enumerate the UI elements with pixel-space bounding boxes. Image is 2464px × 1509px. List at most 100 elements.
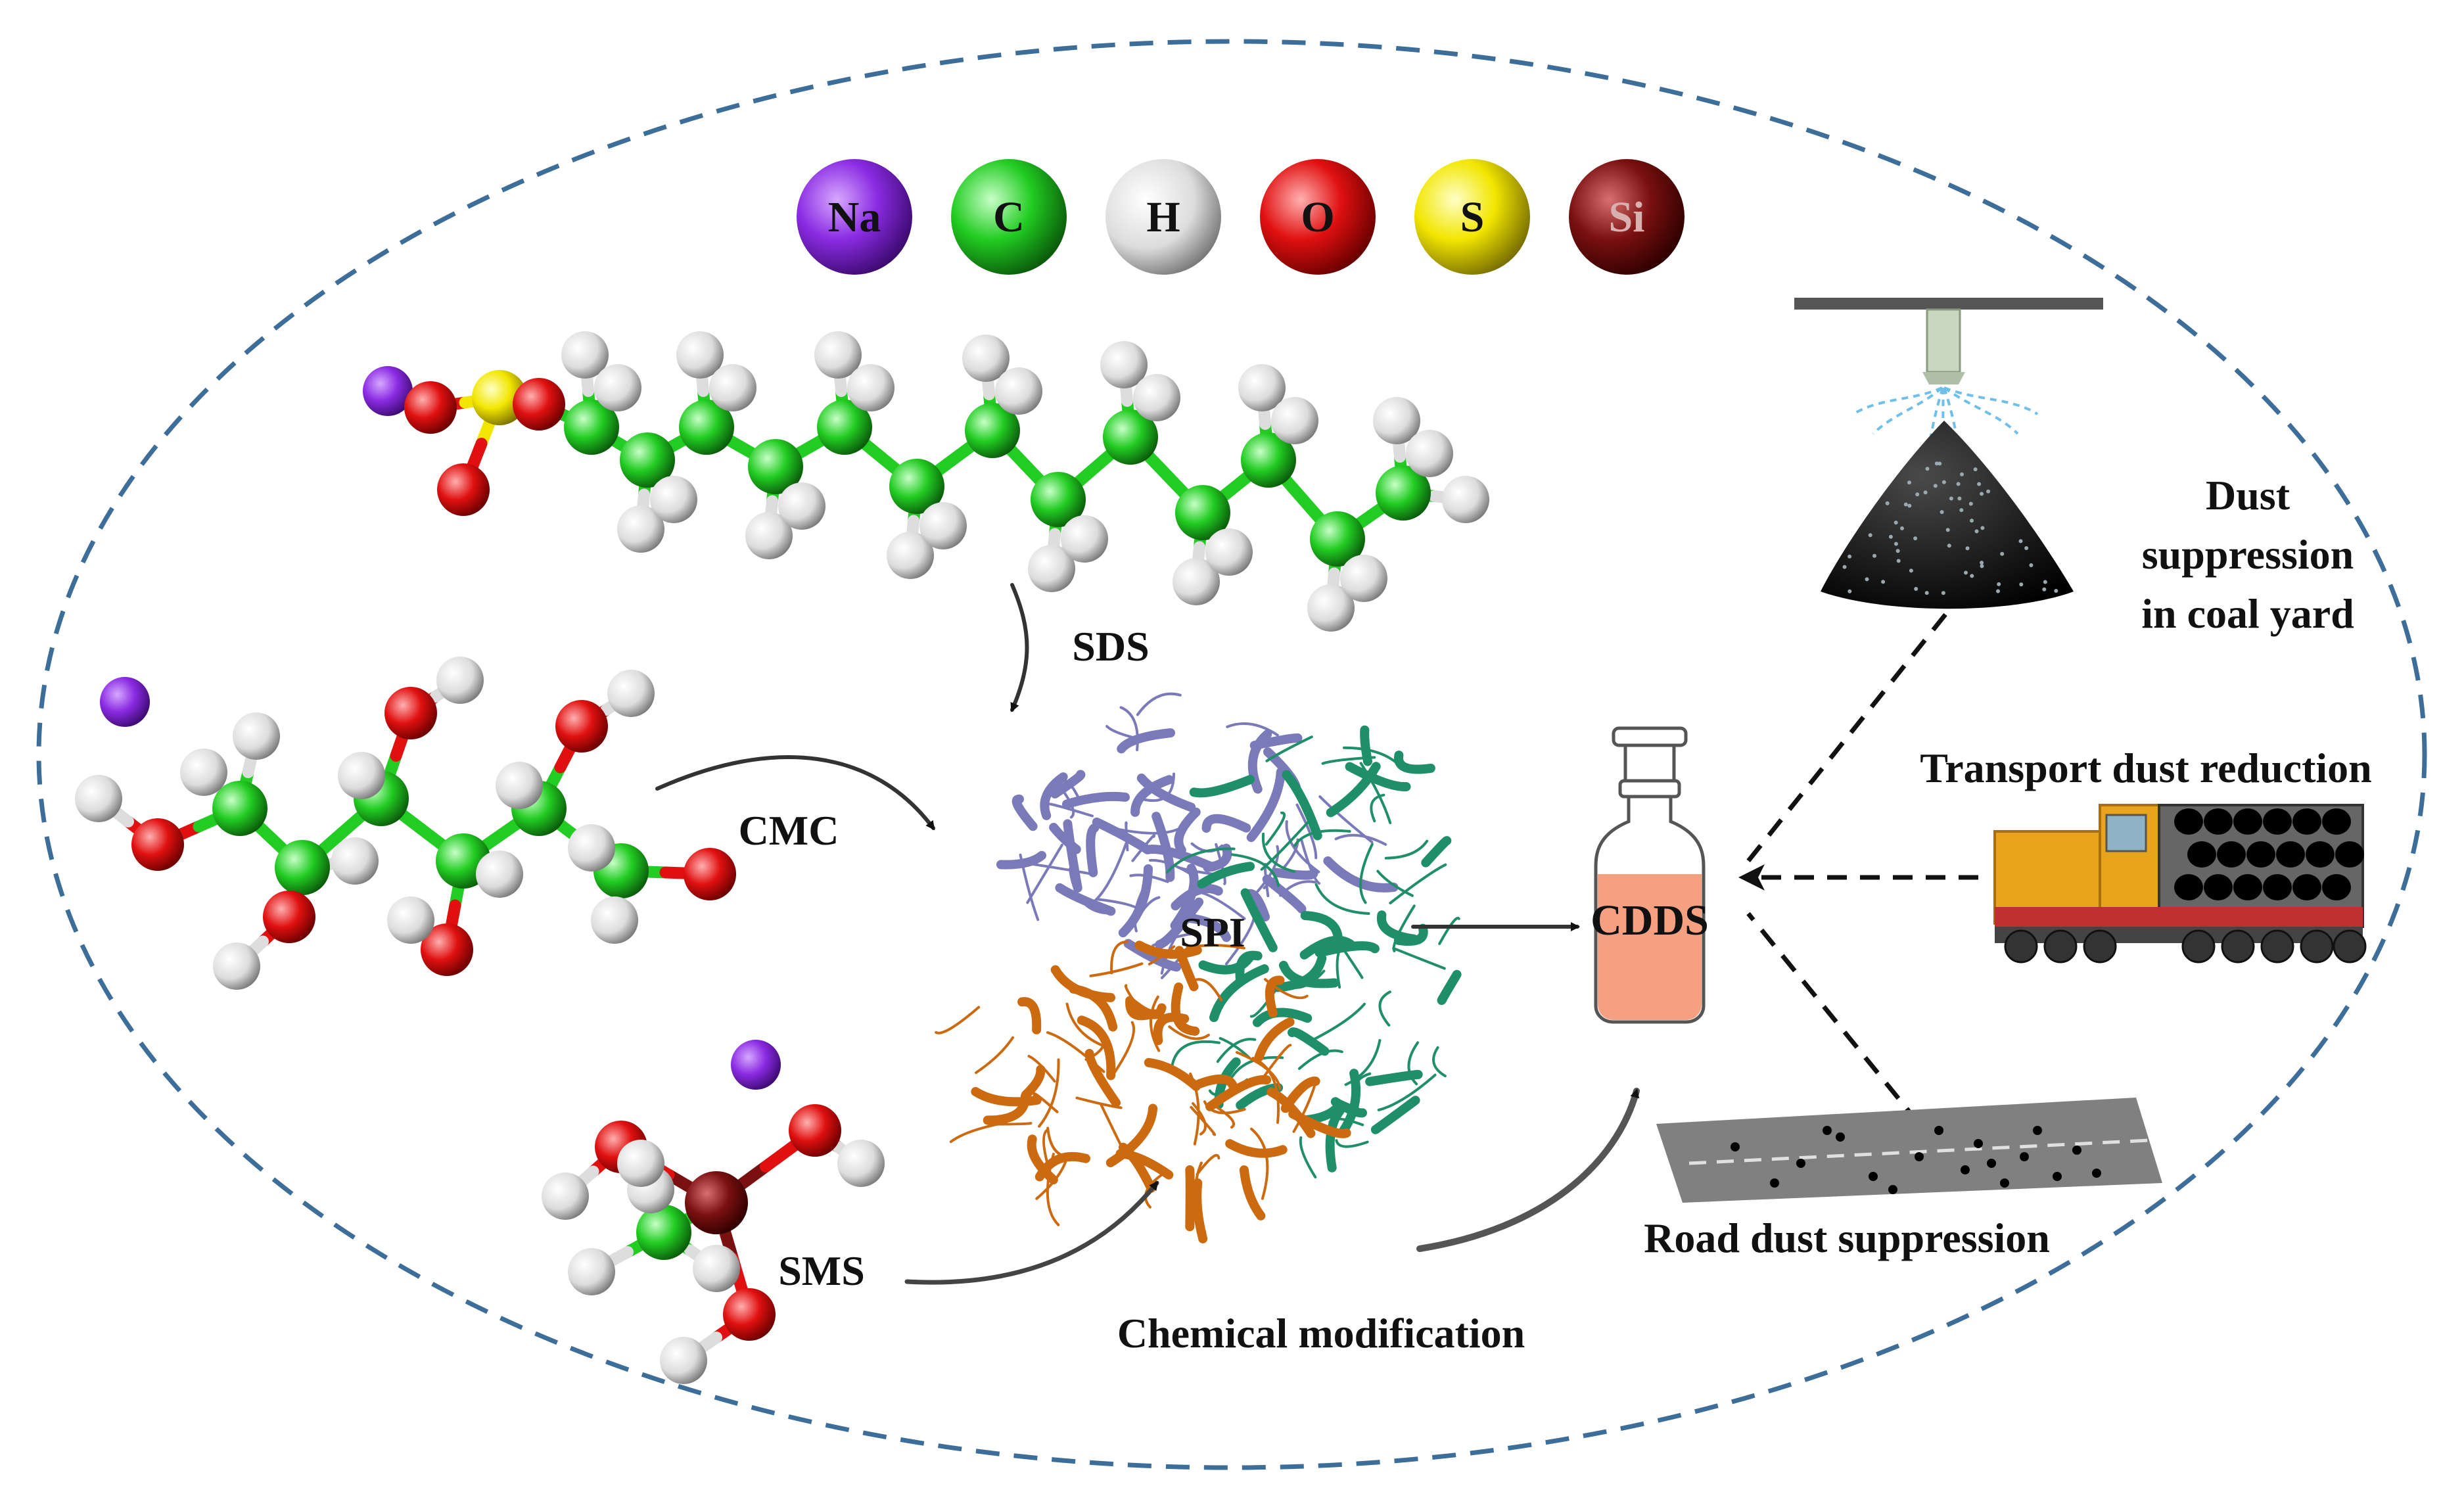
spi-ribbon — [1075, 1096, 1123, 1109]
dust-particle — [2020, 1152, 2029, 1161]
coal-lump — [2335, 841, 2364, 868]
coal-speck — [1968, 501, 1973, 506]
spi-ribbon — [1059, 785, 1075, 819]
spi-ribbon — [1247, 730, 1272, 794]
spi-ribbon — [1171, 884, 1223, 911]
sds-atom-h — [962, 335, 1010, 382]
spi-ribbon — [1129, 873, 1169, 883]
sms-atom-h — [837, 1140, 885, 1187]
spi-ribbon — [1046, 1126, 1075, 1159]
coal-speck — [1977, 482, 1982, 486]
process-arrows — [655, 583, 1640, 1285]
cmc-atom-h — [387, 896, 434, 944]
sds-atom-h — [995, 367, 1042, 415]
road-label: Road dust suppression — [1644, 1215, 2050, 1261]
coal-speck — [2018, 539, 2023, 544]
legend-atom-si — [1569, 159, 1685, 275]
spi-ribbon — [1377, 1073, 1437, 1111]
spi-ribbon — [1314, 883, 1370, 915]
cmc-atom-h — [180, 749, 227, 796]
dust-particle — [1915, 1152, 1924, 1161]
spi-ribbon — [1034, 1151, 1090, 1182]
spi-ribbon — [1407, 1041, 1420, 1086]
coal-speck — [1941, 591, 1945, 595]
spi-ribbon — [1389, 863, 1447, 904]
cmc-atom-na — [100, 677, 150, 727]
spi-ribbon — [1285, 820, 1320, 873]
spi-ribbon — [1246, 767, 1286, 843]
spi-ribbon — [1186, 944, 1245, 950]
coal-speck — [1964, 570, 1968, 575]
spi-ribbon — [1086, 823, 1100, 877]
dust-particle — [1974, 1139, 1983, 1148]
coal-speck — [1881, 580, 1886, 584]
spi-ribbon — [1271, 868, 1318, 880]
coal-speck — [1965, 546, 1970, 551]
spi-ribbon — [1105, 1103, 1158, 1167]
coal-speck — [1960, 472, 1964, 476]
spi-ribbon — [1295, 803, 1318, 860]
sds-atom-c — [748, 439, 803, 494]
coal-speck — [1934, 461, 1939, 466]
spi-ribbon — [1321, 756, 1376, 765]
train-wheel — [2333, 929, 2367, 963]
spi-ribbon — [1185, 914, 1232, 942]
spi-ribbon — [1197, 862, 1255, 889]
coal-speck — [1941, 480, 1946, 484]
cmc-molecule-model — [75, 657, 736, 990]
sds-atom-c — [1031, 472, 1086, 527]
spi-ribbon — [1062, 791, 1130, 809]
coal-lump — [2174, 808, 2203, 835]
coal-lump — [2292, 874, 2321, 900]
application-connectors — [1738, 613, 1978, 1126]
sds-atom-h — [617, 505, 664, 553]
spi-ribbon — [1378, 990, 1391, 1027]
spi-ribbon — [1201, 814, 1251, 833]
spi-ribbon — [1230, 853, 1280, 887]
sds-atom-h — [745, 512, 793, 559]
cmc-atom-o — [684, 848, 736, 900]
train-coal-load — [2174, 808, 2364, 900]
spi-ribbon — [1267, 1087, 1316, 1138]
spi-ribbon — [1077, 1015, 1116, 1080]
outer-dashed-ellipse — [36, 39, 2427, 1470]
spi-ribbon — [1046, 1152, 1060, 1226]
spi-ribbon — [1421, 836, 1452, 868]
dust-particle — [1836, 1132, 1845, 1142]
sds-atom-c — [889, 459, 944, 514]
coal-speck — [1925, 467, 1930, 471]
sds-atom-h — [1205, 528, 1253, 576]
coal-speck — [1973, 467, 1978, 472]
spi-ribbon — [1136, 692, 1182, 716]
coal-yard-label-line1: Dust — [2206, 472, 2290, 519]
cmc-atom-o — [263, 891, 315, 943]
cmc-atom-o — [555, 700, 608, 753]
dust-particle — [2033, 1126, 2042, 1135]
spi-domain-orange — [935, 940, 1351, 1243]
train-wheel — [2221, 929, 2255, 963]
cmc-atom-h — [436, 657, 484, 704]
spi-ribbon — [1384, 839, 1429, 860]
spi-ribbon — [1254, 1017, 1295, 1062]
coal-lump — [2322, 874, 2351, 900]
dust-particle — [1731, 1142, 1740, 1151]
coal-speck — [1956, 482, 1961, 486]
spi-ribbon — [1057, 778, 1082, 804]
legend-atom-na — [797, 159, 912, 275]
spi-ribbon — [1216, 1038, 1257, 1063]
coal-speck — [1865, 577, 1869, 582]
spi-ribbon — [1038, 1058, 1060, 1128]
sms-atom-h — [693, 1245, 740, 1292]
spi-ribbon — [1262, 874, 1307, 914]
sds-atom-h — [594, 364, 641, 411]
spi-ribbon — [1030, 862, 1092, 875]
coal-lump — [2233, 808, 2262, 835]
sds-atom-o — [437, 463, 490, 516]
legend-symbol-c: C — [993, 193, 1025, 241]
spi-ribbon — [1437, 969, 1462, 1005]
spi-ribbon — [1328, 1117, 1364, 1126]
sds-bonds — [425, 349, 1472, 614]
sms-atom-c — [636, 1205, 691, 1260]
spi-ribbon — [1119, 706, 1139, 751]
coal-speck — [1924, 591, 1929, 595]
